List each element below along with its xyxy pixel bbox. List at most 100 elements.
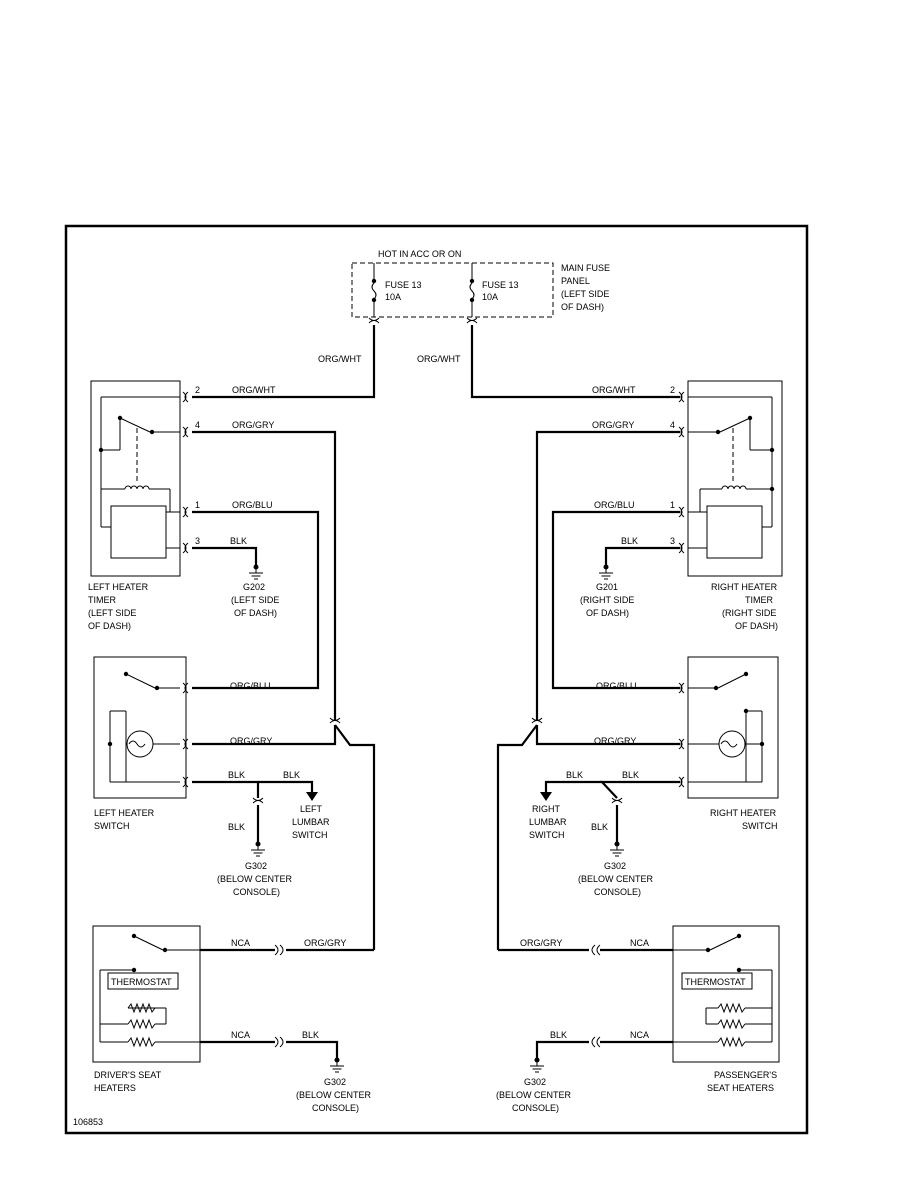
wire-label-blk-right-1: BLK <box>566 770 583 780</box>
g302-driver-label-3: CONSOLE) <box>312 1103 359 1113</box>
passenger-heaters-label-2: SEAT HEATERS <box>707 1083 774 1093</box>
left-switch-connectors: ORG/BLU ORG/GRY <box>182 681 272 788</box>
g302-right-label-3: CONSOLE) <box>594 887 641 897</box>
left-switch-label-2: SWITCH <box>94 821 130 831</box>
left-splice: BLK BLK BLK LEFT LUMBAR SWITCH G302 (BEL… <box>192 717 376 950</box>
g202-label-3: OF DASH) <box>234 608 277 618</box>
left-lumbar-label-2: LUMBAR <box>292 817 330 827</box>
right-heater-switch: RIGHT HEATER SWITCH <box>687 656 779 831</box>
wire-label-blk-g202: BLK <box>230 536 247 546</box>
left-timer-label-3: (LEFT SIDE <box>88 608 136 618</box>
left-timer-pin-2: 2 <box>195 385 200 395</box>
left-timer-label-2: TIMER <box>88 595 116 605</box>
left-timer-pin-3: 3 <box>195 536 200 546</box>
g302-left-label-3: CONSOLE) <box>233 887 280 897</box>
fuse-panel-header: HOT IN ACC OR ON <box>378 249 461 259</box>
feed-wires: ORG/WHT ORG/WHT <box>192 325 680 399</box>
wire-label-org-blu-right-switch: ORG/BLU <box>596 681 637 691</box>
left-timer-pin-4: 4 <box>195 420 200 430</box>
fuse-left-rating: 10A <box>385 292 401 302</box>
wire-label-blk-left-1: BLK <box>228 770 245 780</box>
right-heater-timer: RIGHT HEATER TIMER (RIGHT SIDE OF DASH) <box>687 380 783 631</box>
wire-label-blk-right-2: BLK <box>622 770 639 780</box>
wire-label-blk-left-2: BLK <box>283 770 300 780</box>
passenger-heaters-label-1: PASSENGER'S <box>714 1070 777 1080</box>
wire-label-blk-passenger: BLK <box>550 1030 567 1040</box>
diagram-frame <box>64 224 809 1135</box>
left-timer-label-1: LEFT HEATER <box>88 582 149 592</box>
g302-right-label-2: (BELOW CENTER <box>578 874 654 884</box>
driver-heater-wiring: NCA ORG/GRY NCA BLK G302 (BELOW CENTER C… <box>200 938 374 1113</box>
thermostat-right-label: THERMOSTAT <box>685 977 746 987</box>
g302-right-label-1: G302 <box>604 861 626 871</box>
wire-label-org-gry-left: ORG/GRY <box>232 420 274 430</box>
wire-label-org-gry-driver: ORG/GRY <box>304 938 346 948</box>
passenger-heater-wiring: NCA ORG/GRY NCA BLK G302 (BELOW CENTER C… <box>496 938 673 1113</box>
fuse-panel-label-4: OF DASH) <box>561 302 604 312</box>
wire-label-blk-left-3: BLK <box>228 822 245 832</box>
wire-label-nca-passenger-2: NCA <box>630 1030 649 1040</box>
wire-label-nca-passenger-1: NCA <box>630 938 649 948</box>
right-timer-label-2: TIMER <box>745 595 773 605</box>
right-lumbar-label-1: RIGHT <box>532 804 561 814</box>
wire-label-blk-right-3: BLK <box>591 822 608 832</box>
wire-label-org-wht-right: ORG/WHT <box>592 385 636 395</box>
g202-label-1: G202 <box>243 582 265 592</box>
right-timer-pin-2: 2 <box>670 385 675 395</box>
right-timer-connectors: 2 4 1 3 ORG/WHT ORG/GRY ORG/BLU BLK <box>592 385 685 554</box>
wire-label-blk-driver: BLK <box>302 1030 319 1040</box>
left-timer-connectors: 2 4 1 3 ORG/WHT ORG/GRY ORG/BLU BLK <box>182 385 276 554</box>
wire-label-org-wht-left: ORG/WHT <box>232 385 276 395</box>
right-timer-pin-3: 3 <box>670 536 675 546</box>
wire-label-org-gry-left-switch: ORG/GRY <box>230 736 272 746</box>
passenger-seat-heaters: THERMOSTAT PASSENGER'S SEAT HEATERS <box>672 925 780 1093</box>
g302-driver-label-2: (BELOW CENTER <box>296 1090 372 1100</box>
wire-label-org-gry-right: ORG/GRY <box>592 420 634 430</box>
g302-passenger-label-2: (BELOW CENTER <box>496 1090 572 1100</box>
left-timer-label-4: OF DASH) <box>88 621 131 631</box>
main-fuse-panel: HOT IN ACC OR ON FUSE 13 10A FUSE 13 10A… <box>351 249 610 324</box>
thermostat-left-label: THERMOSTAT <box>111 977 172 987</box>
g201-label-1: G201 <box>596 582 618 592</box>
right-switch-label-1: RIGHT HEATER <box>710 808 777 818</box>
right-lumbar-label-2: LUMBAR <box>529 817 567 827</box>
left-heater-timer: LEFT HEATER TIMER (LEFT SIDE OF DASH) <box>88 380 181 631</box>
fuse-panel-label-2: PANEL <box>561 276 590 286</box>
fuse-panel-label-1: MAIN FUSE <box>561 263 610 273</box>
right-timer-pin-1: 1 <box>670 500 675 510</box>
g302-driver-label-1: G302 <box>324 1077 346 1087</box>
driver-seat-heaters: THERMOSTAT DRIVER'S SEAT HEATERS <box>92 925 201 1093</box>
fuse-left-name: FUSE 13 <box>385 280 422 290</box>
left-heater-switch: LEFT HEATER SWITCH <box>93 656 187 831</box>
wire-label-nca-driver-1: NCA <box>231 938 250 948</box>
driver-heaters-label-1: DRIVER'S SEAT <box>94 1070 162 1080</box>
driver-heaters-label-2: HEATERS <box>94 1083 136 1093</box>
wire-label-org-blu-right: ORG/BLU <box>594 500 635 510</box>
wire-label-org-wht-left-feed: ORG/WHT <box>318 354 362 364</box>
g302-passenger-label-1: G302 <box>524 1077 546 1087</box>
right-switch-connectors: ORG/BLU ORG/GRY <box>594 681 685 788</box>
wire-label-org-blu-left: ORG/BLU <box>232 500 273 510</box>
left-wires: G202 (LEFT SIDE OF DASH) <box>192 430 337 720</box>
wire-label-org-wht-right-feed: ORG/WHT <box>417 354 461 364</box>
fuse-panel-label-3: (LEFT SIDE <box>561 289 609 299</box>
g201-label-2: (RIGHT SIDE <box>580 595 634 605</box>
g302-left-label-1: G302 <box>245 861 267 871</box>
right-switch-label-2: SWITCH <box>742 821 778 831</box>
right-timer-pin-4: 4 <box>670 420 675 430</box>
right-splice: BLK BLK BLK RIGHT LUMBAR SWITCH G302 (BE… <box>496 717 680 950</box>
left-lumbar-label-3: SWITCH <box>292 830 328 840</box>
right-wires: G201 (RIGHT SIDE OF DASH) <box>535 430 680 720</box>
g201-label-3: OF DASH) <box>586 608 629 618</box>
fuse-right-rating: 10A <box>482 292 498 302</box>
wire-label-nca-driver-2: NCA <box>231 1030 250 1040</box>
wire-label-blk-g201: BLK <box>621 536 638 546</box>
fuse-right-name: FUSE 13 <box>482 280 519 290</box>
wire-label-org-gry-right-switch: ORG/GRY <box>594 736 636 746</box>
left-timer-pin-1: 1 <box>195 500 200 510</box>
right-lumbar-label-3: SWITCH <box>529 830 565 840</box>
left-switch-label-1: LEFT HEATER <box>94 808 155 818</box>
wire-label-org-gry-passenger: ORG/GRY <box>520 938 562 948</box>
right-timer-label-3: (RIGHT SIDE <box>722 608 776 618</box>
